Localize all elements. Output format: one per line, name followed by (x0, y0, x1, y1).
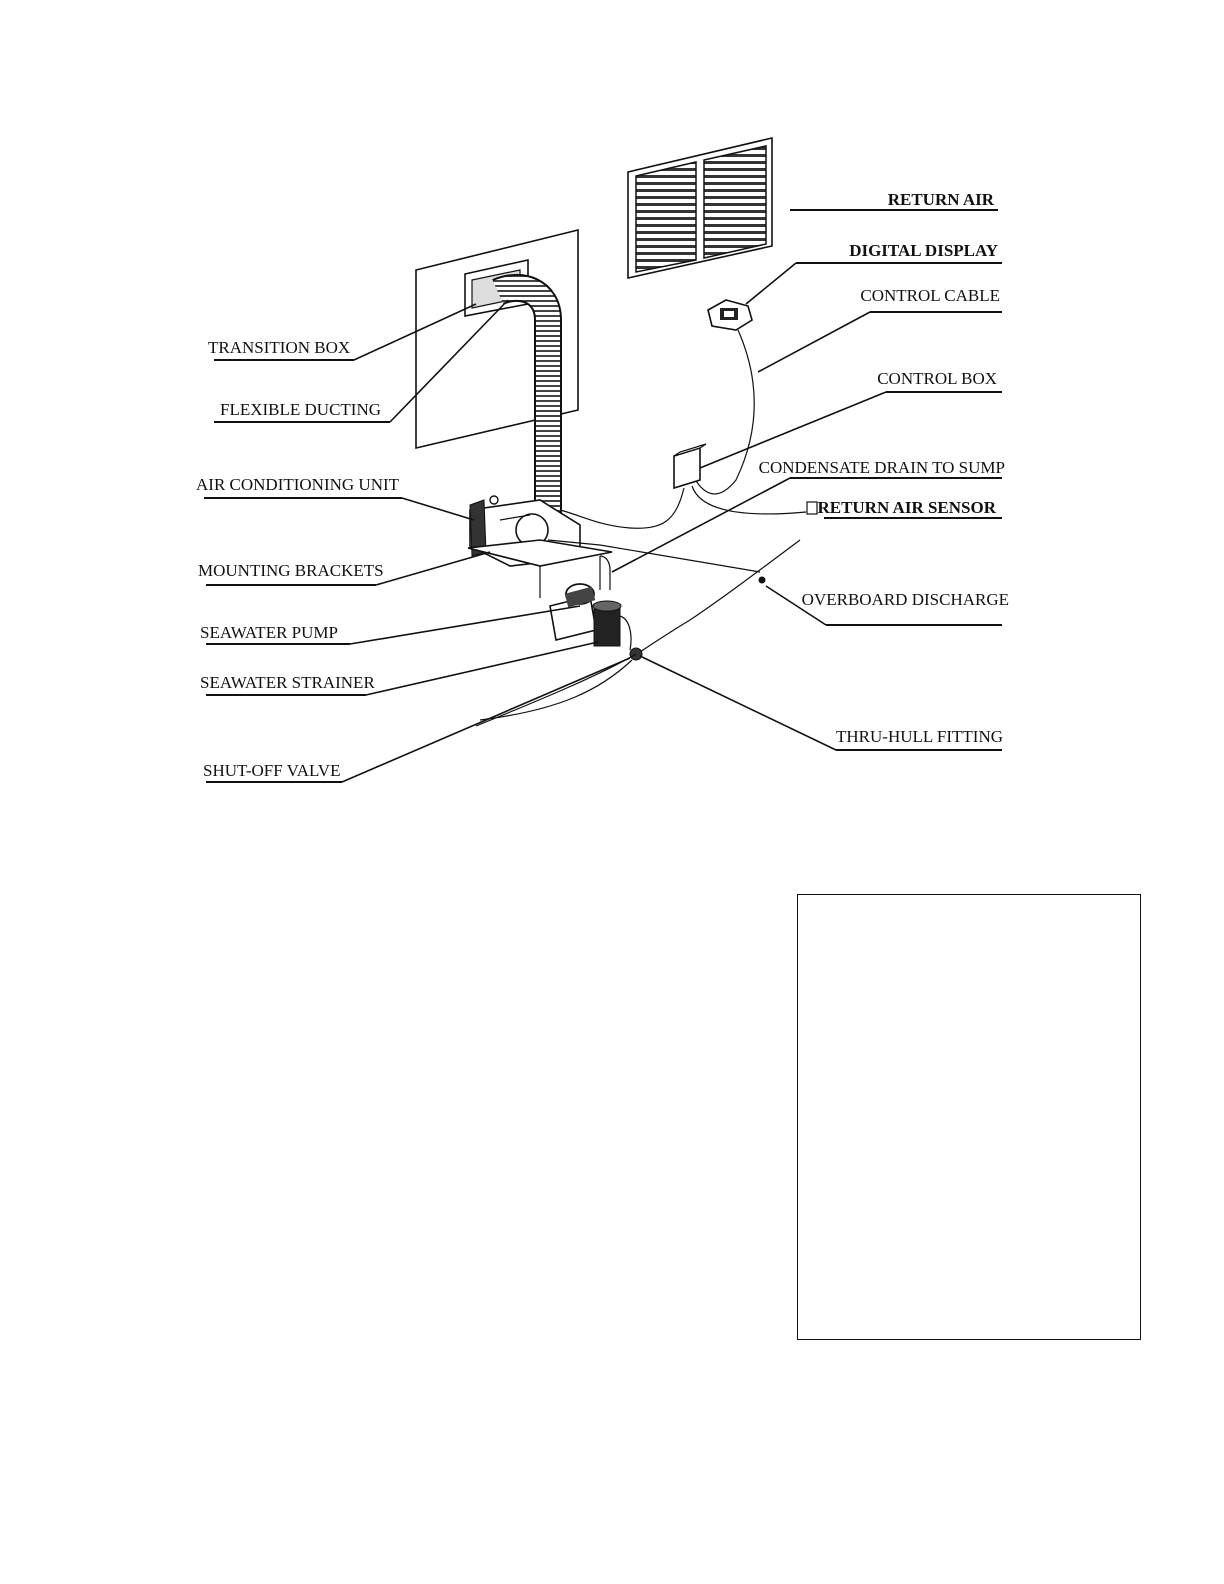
label-shut-off-valve: SHUT-OFF VALVE (203, 761, 340, 780)
control-box (674, 444, 706, 488)
label-seawater-pump: SEAWATER PUMP (200, 623, 338, 642)
label-mounting-brackets: MOUNTING BRACKETS (198, 561, 384, 580)
label-flexible-ducting: FLEXIBLE DUCTING (220, 400, 381, 419)
label-condensate-drain: CONDENSATE DRAIN TO SUMP (759, 458, 1005, 477)
return-air-sensor (807, 502, 817, 514)
label-control-cable: CONTROL CABLE (860, 286, 1000, 305)
label-seawater-strainer: SEAWATER STRAINER (200, 673, 375, 692)
seawater-strainer (593, 601, 631, 650)
label-thru-hull-fitting: THRU-HULL FITTING (836, 727, 1003, 746)
seawater-pump (550, 584, 596, 640)
return-air-grille (628, 138, 772, 278)
label-control-box: CONTROL BOX (877, 369, 997, 388)
label-return-air: RETURN AIR (888, 190, 995, 209)
label-digital-display: DIGITAL DISPLAY (849, 241, 998, 260)
label-transition-box: TRANSITION BOX (208, 338, 350, 357)
control-wire (560, 488, 684, 528)
digital-display (708, 300, 752, 330)
empty-frame (797, 894, 1141, 1340)
overboard-discharge-hose (640, 540, 800, 652)
installation-diagram: RETURN AIR DIGITAL DISPLAY CONTROL CABLE… (0, 0, 1224, 900)
label-overboard-discharge: OVERBOARD DISCHARGE (802, 590, 1009, 609)
label-return-air-sensor: RETURN AIR SENSOR (817, 498, 996, 517)
overboard-discharge-outlet (759, 577, 766, 584)
label-air-conditioning-unit: AIR CONDITIONING UNIT (196, 475, 400, 494)
